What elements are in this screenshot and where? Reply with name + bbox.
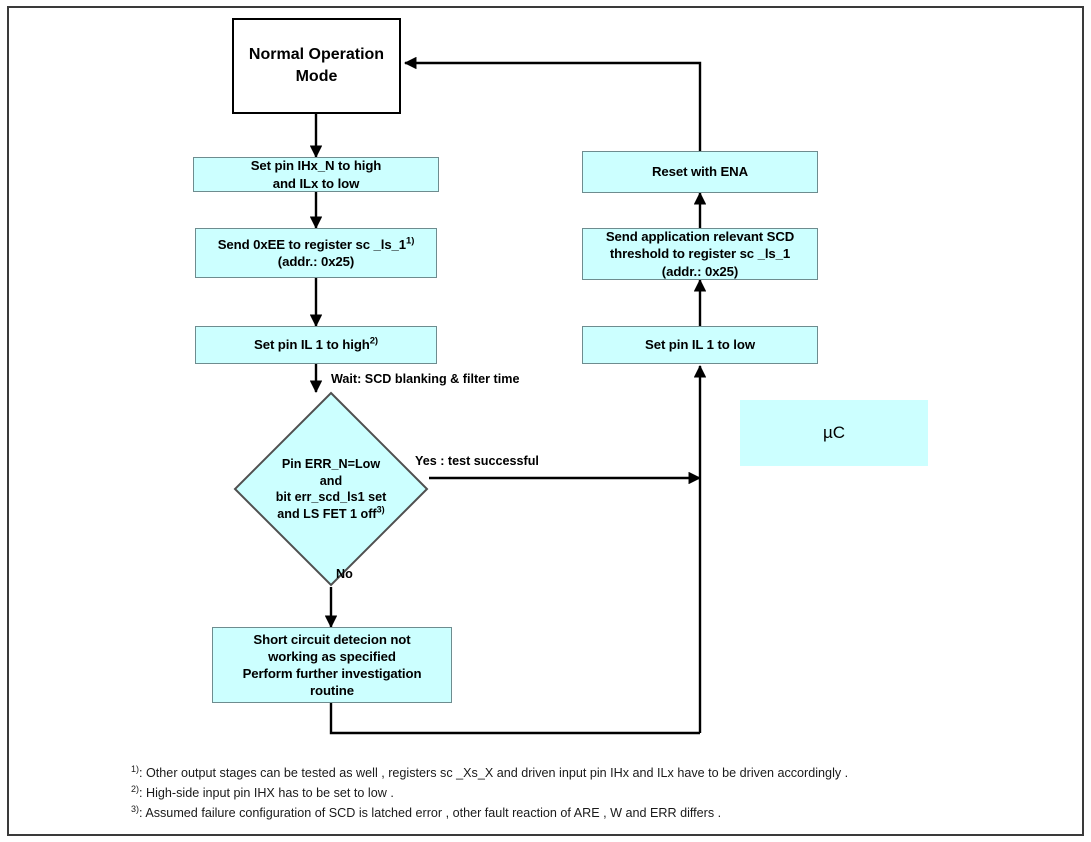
footnote-2-text: : High-side input pin IHX has to be set …	[139, 785, 394, 800]
legend-microcontroller-label: µC	[822, 422, 846, 442]
footnote-3-text: : Assumed failure configuration of SCD i…	[139, 805, 722, 820]
node-failure-investigation-label: Short circuit detecion not working as sp…	[242, 631, 422, 699]
node-send-scd-threshold-label: Send application relevant SCD threshold …	[605, 229, 795, 279]
footnote-2-marker: 2)	[131, 783, 140, 794]
edge-reset-to-terminal	[404, 56, 702, 151]
node-send-0xee[interactable]: Send 0xEE to register sc _ls_11)(addr.: …	[195, 228, 437, 278]
footnote-3: 3): Assumed failure configuration of SCD…	[131, 804, 1031, 824]
footnote-marker-1: 1)	[406, 235, 415, 247]
node-set-il1-high-label: Set pin IL 1 to high2)	[254, 336, 378, 353]
footnote-2: 2): High-side input pin IHX has to be se…	[131, 784, 1031, 804]
node-failure-investigation[interactable]: Short circuit detecion not working as sp…	[212, 627, 452, 703]
edge-label-yes: Yes : test successful	[415, 454, 539, 468]
node-send-scd-threshold[interactable]: Send application relevant SCD threshold …	[582, 228, 818, 280]
footnote-1: 1): Other output stages can be tested as…	[131, 764, 1031, 784]
node-normal-operation-mode-label: Normal Operation Mode	[248, 46, 385, 85]
footnote-1-marker: 1)	[131, 763, 140, 774]
node-set-il1-low-label: Set pin IL 1 to low	[645, 337, 755, 353]
footnote-3-marker: 3)	[131, 803, 140, 814]
diamond-shape	[233, 391, 429, 587]
node-set-ihx-n-high[interactable]: Set pin IHx_N to high and ILx to low	[193, 157, 439, 192]
node-set-ihx-n-high-label: Set pin IHx_N to high and ILx to low	[250, 158, 382, 191]
footnote-1-text: : Other output stages can be tested as w…	[139, 766, 849, 780]
node-reset-with-ena[interactable]: Reset with ENA	[582, 151, 818, 193]
footnote-marker-3: 3)	[376, 504, 385, 515]
legend-microcontroller: µC	[740, 400, 928, 466]
node-set-il1-low[interactable]: Set pin IL 1 to low	[582, 326, 818, 364]
footnote-marker-2: 2)	[369, 336, 378, 348]
node-set-il1-high[interactable]: Set pin IL 1 to high2)	[195, 326, 437, 364]
edge-label-no: No	[336, 567, 353, 581]
edge-label-wait: Wait: SCD blanking & filter time	[331, 372, 520, 386]
node-normal-operation-mode[interactable]: Normal Operation Mode	[232, 18, 401, 114]
node-reset-with-ena-label: Reset with ENA	[651, 164, 749, 180]
edge-failure-loopback	[329, 703, 700, 735]
node-send-0xee-label: Send 0xEE to register sc _ls_11)(addr.: …	[217, 235, 415, 269]
footnotes: 1): Other output stages can be tested as…	[131, 764, 1031, 824]
